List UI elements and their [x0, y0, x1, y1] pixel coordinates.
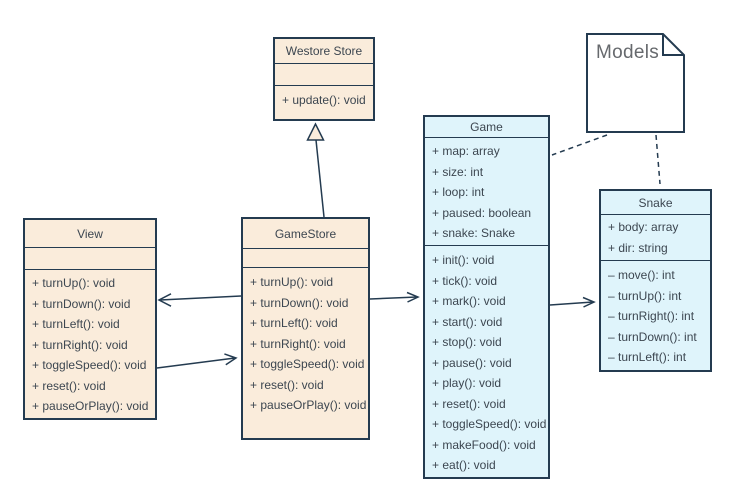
- method-row: + toggleSpeed(): void: [250, 357, 365, 371]
- class-title: Game: [425, 117, 548, 138]
- attributes-section: [275, 64, 373, 86]
- association-arrow-game-snake[interactable]: [549, 296, 596, 308]
- method-row: + turnRight(): void: [250, 336, 346, 351]
- methods-section: + update(): void: [275, 86, 373, 119]
- method-row: + turnDown(): void: [32, 296, 131, 311]
- method-row: – turnUp(): int: [608, 288, 682, 303]
- method-row: + reset(): void: [250, 377, 324, 392]
- method-row: + toggleSpeed(): void: [32, 358, 147, 372]
- method-row: + reset(): void: [32, 378, 106, 393]
- method-row: + turnUp(): void: [250, 275, 334, 289]
- class-game[interactable]: Game + map: array + size: int + loop: in…: [423, 115, 550, 479]
- attributes-section: + map: array + size: int + loop: int + p…: [425, 138, 548, 246]
- method-row: + start(): void: [432, 314, 503, 329]
- attribute-row: + map: array: [432, 144, 500, 158]
- methods-section: – move(): int – turnUp(): int – turnRigh…: [601, 261, 710, 370]
- method-row: + reset(): void: [432, 396, 506, 411]
- method-row: + play(): void: [432, 376, 502, 390]
- class-gamestore[interactable]: GameStore + turnUp(): void + turnDown():…: [241, 217, 370, 440]
- attributes-section: + body: array + dir: string: [601, 215, 710, 261]
- method-row: – turnLeft(): int: [608, 350, 687, 364]
- method-row: + mark(): void: [432, 294, 506, 308]
- method-row: + turnUp(): void: [32, 276, 116, 290]
- method-row: + stop(): void: [432, 335, 502, 349]
- method-row: + init(): void: [432, 253, 495, 267]
- method-row: + toggleSpeed(): void: [432, 417, 547, 431]
- method-row: + turnRight(): void: [32, 337, 128, 352]
- method-row: + turnLeft(): void: [32, 317, 120, 331]
- attributes-section: [243, 249, 368, 268]
- note-shape-icon: [586, 33, 685, 133]
- method-row: + pauseOrPlay(): void: [250, 398, 367, 412]
- attribute-row: + snake: Snake: [432, 226, 516, 240]
- method-row: + makeFood(): void: [432, 437, 536, 452]
- attribute-row: + size: int: [432, 164, 484, 179]
- method-row: – turnRight(): int: [608, 309, 695, 323]
- method-row: + update(): void: [282, 93, 366, 107]
- class-title: GameStore: [243, 219, 368, 249]
- dashed-connector-models-game[interactable]: [551, 134, 608, 156]
- attribute-row: + loop: int: [432, 185, 485, 199]
- method-row: + pause(): void: [432, 355, 512, 370]
- generalization-arrow-gamestore-westore[interactable]: [306, 122, 325, 218]
- class-title: Westore Store: [275, 39, 373, 64]
- attributes-section: [25, 248, 155, 270]
- attribute-row: + dir: string: [608, 240, 668, 255]
- dashed-connector-models-snake[interactable]: [655, 134, 661, 185]
- class-title: View: [25, 220, 155, 248]
- methods-section: + turnUp(): void + turnDown(): void + tu…: [25, 270, 155, 418]
- association-arrow-gamestore-view[interactable]: [157, 293, 242, 307]
- method-row: + turnDown(): void: [250, 295, 349, 310]
- method-row: + eat(): void: [432, 458, 496, 472]
- attribute-row: + paused: boolean: [432, 205, 532, 220]
- class-westore-store[interactable]: Westore Store + update(): void: [273, 37, 375, 121]
- method-row: – turnDown(): int: [608, 329, 697, 344]
- class-view[interactable]: View + turnUp(): void + turnDown(): void…: [23, 218, 157, 420]
- note-models[interactable]: Models: [586, 33, 685, 133]
- method-row: + tick(): void: [432, 273, 498, 288]
- method-row: – move(): int: [608, 268, 675, 282]
- note-label: Models: [596, 42, 660, 63]
- method-row: + turnLeft(): void: [250, 316, 338, 330]
- method-row: + pauseOrPlay(): void: [32, 399, 149, 413]
- methods-section: + turnUp(): void + turnDown(): void + tu…: [243, 268, 368, 438]
- association-arrow-view-gamestore[interactable]: [156, 353, 238, 369]
- attribute-row: + body: array: [608, 220, 679, 234]
- class-title: Snake: [601, 191, 710, 215]
- association-arrow-gamestore-game[interactable]: [369, 291, 420, 303]
- class-snake[interactable]: Snake + body: array + dir: string – move…: [599, 189, 712, 372]
- methods-section: + init(): void + tick(): void + mark(): …: [425, 246, 548, 477]
